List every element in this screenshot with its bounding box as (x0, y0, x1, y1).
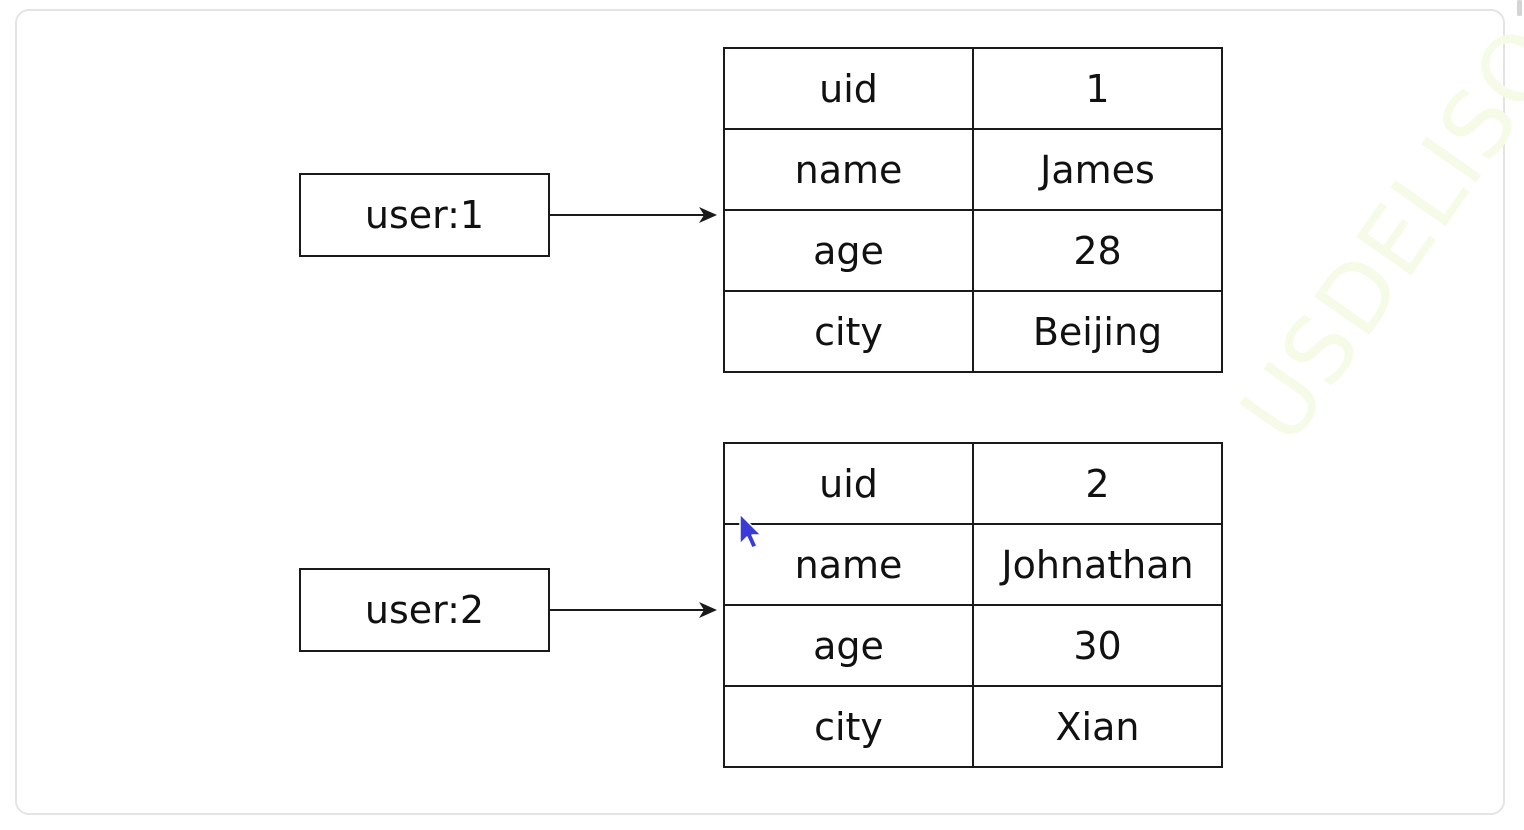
table-row: name James (723, 128, 1223, 211)
hash-table-user-1: uid 1 name James age 28 city Beijing (723, 47, 1223, 373)
value-cell: 28 (972, 209, 1223, 292)
field-cell: age (723, 209, 974, 292)
value-cell: Beijing (972, 290, 1223, 373)
table-row: city Xian (723, 685, 1223, 768)
key-box-user-2: user:2 (299, 568, 550, 652)
table-row: city Beijing (723, 290, 1223, 373)
field-cell: city (723, 685, 974, 768)
mouse-cursor-icon (739, 513, 762, 549)
key-box-user-1: user:1 (299, 173, 550, 257)
field-cell: age (723, 604, 974, 687)
value-cell: 1 (972, 47, 1223, 130)
field-cell: name (723, 128, 974, 211)
arrow-user-2 (549, 602, 717, 618)
value-cell: Johnathan (972, 523, 1223, 606)
field-cell: name (723, 523, 974, 606)
field-cell: city (723, 290, 974, 373)
field-cell: uid (723, 442, 974, 525)
table-row: age 28 (723, 209, 1223, 292)
table-row: age 30 (723, 604, 1223, 687)
value-cell: 30 (972, 604, 1223, 687)
value-cell: James (972, 128, 1223, 211)
table-row: uid 1 (723, 47, 1223, 130)
table-row: name Johnathan (723, 523, 1223, 606)
value-cell: 2 (972, 442, 1223, 525)
field-cell: uid (723, 47, 974, 130)
scrollbar-handle[interactable] (1517, 0, 1522, 16)
value-cell: Xian (972, 685, 1223, 768)
key-label: user:2 (364, 588, 485, 632)
arrow-user-1 (549, 207, 717, 223)
key-label: user:1 (364, 193, 485, 237)
table-row: uid 2 (723, 442, 1223, 525)
hash-table-user-2: uid 2 name Johnathan age 30 city Xian (723, 442, 1223, 768)
